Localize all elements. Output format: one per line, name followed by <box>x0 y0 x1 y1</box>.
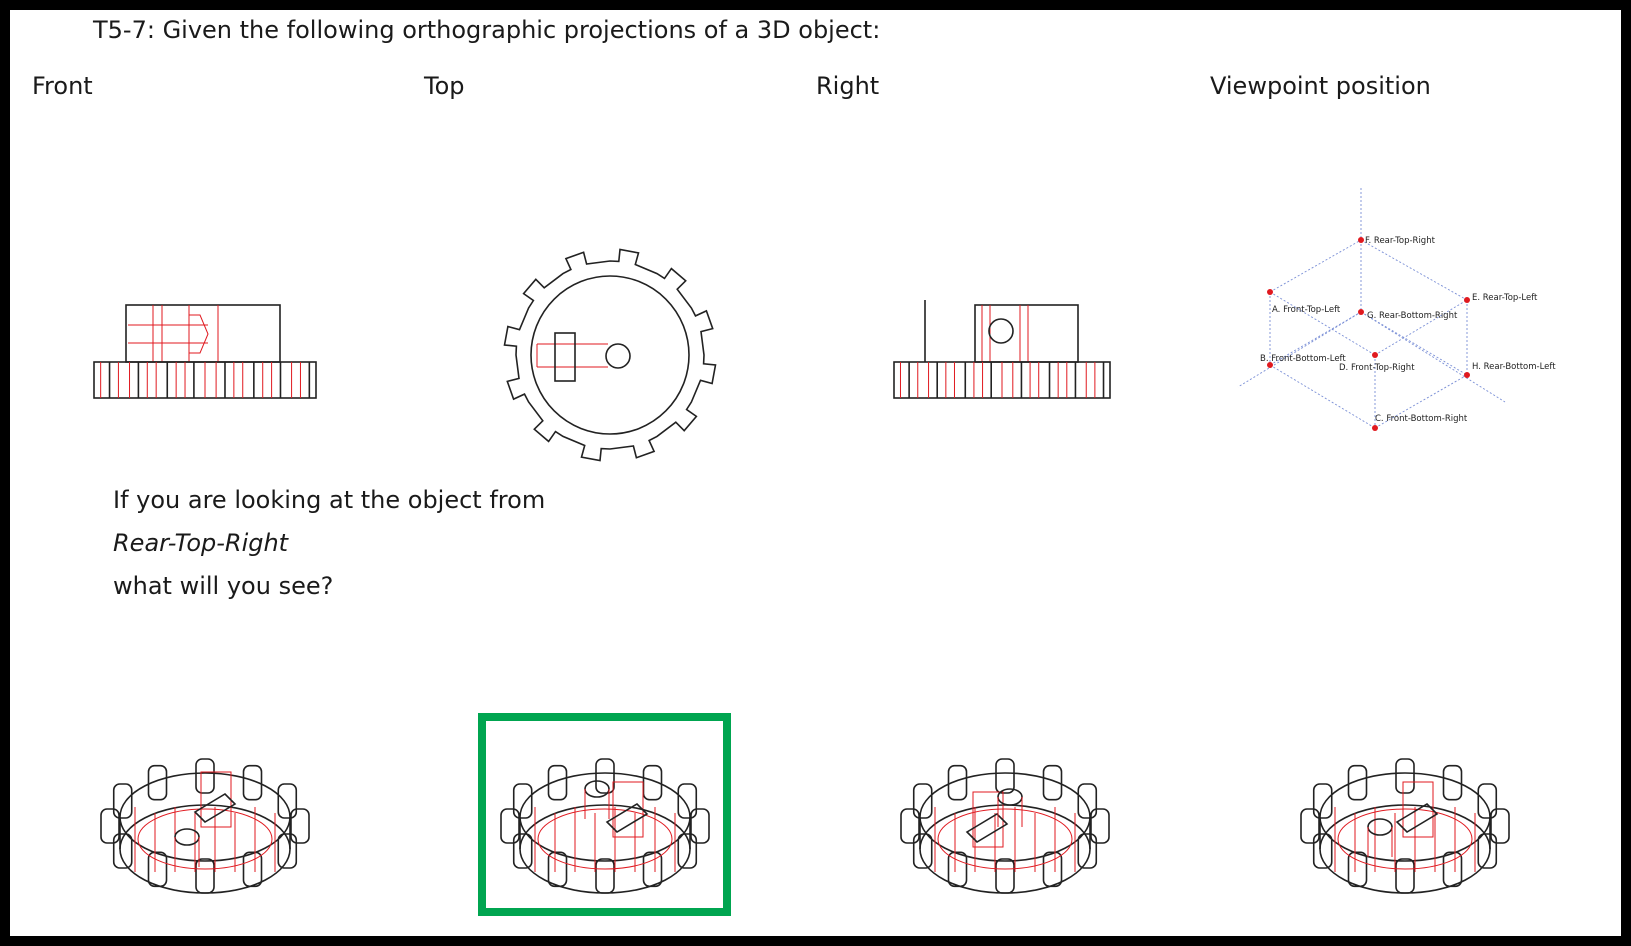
answer-option-1[interactable] <box>90 722 320 922</box>
vp-label-G: G. Rear-Bottom-Right <box>1367 311 1458 321</box>
front-view-label: Front <box>32 72 93 100</box>
top-view-label: Top <box>424 72 465 100</box>
vp-label-D: D. Front-Top-Right <box>1339 363 1415 373</box>
prompt-line-1: If you are looking at the object from <box>113 486 546 514</box>
viewpoint-position-label: Viewpoint position <box>1210 72 1431 100</box>
question-sheet: T5-7: Given the following orthographic p… <box>10 10 1621 936</box>
vp-label-A: A. Front-Top-Left <box>1272 305 1341 315</box>
answer-option-3[interactable] <box>890 722 1120 922</box>
point-H <box>1464 372 1470 378</box>
top-view-drawing <box>503 248 717 462</box>
selected-answer-highlight <box>478 713 731 916</box>
vp-label-C: C. Front-Bottom-Right <box>1375 414 1468 424</box>
point-G <box>1358 309 1364 315</box>
point-F <box>1358 237 1364 243</box>
prompt-line-3: what will you see? <box>113 572 334 600</box>
right-view-label: Right <box>816 72 880 100</box>
vp-label-F: F. Rear-Top-Right <box>1365 236 1435 246</box>
point-C <box>1372 425 1378 431</box>
answer-option-2[interactable] <box>490 722 720 922</box>
point-B <box>1267 362 1273 368</box>
point-A <box>1267 289 1273 295</box>
vp-label-B: B. Front-Bottom-Left <box>1260 354 1346 364</box>
viewpoint-cube-diagram <box>1237 188 1506 431</box>
right-view-drawing <box>893 300 1111 399</box>
vp-label-E: E. Rear-Top-Left <box>1472 293 1538 303</box>
front-view-drawing <box>93 304 317 399</box>
question-title: T5-7: Given the following orthographic p… <box>93 16 881 44</box>
vp-label-H: H. Rear-Bottom-Left <box>1472 362 1556 372</box>
point-D <box>1372 352 1378 358</box>
answer-option-4[interactable] <box>1290 722 1520 922</box>
prompt-viewpoint: Rear-Top-Right <box>113 529 289 557</box>
point-E <box>1464 297 1470 303</box>
